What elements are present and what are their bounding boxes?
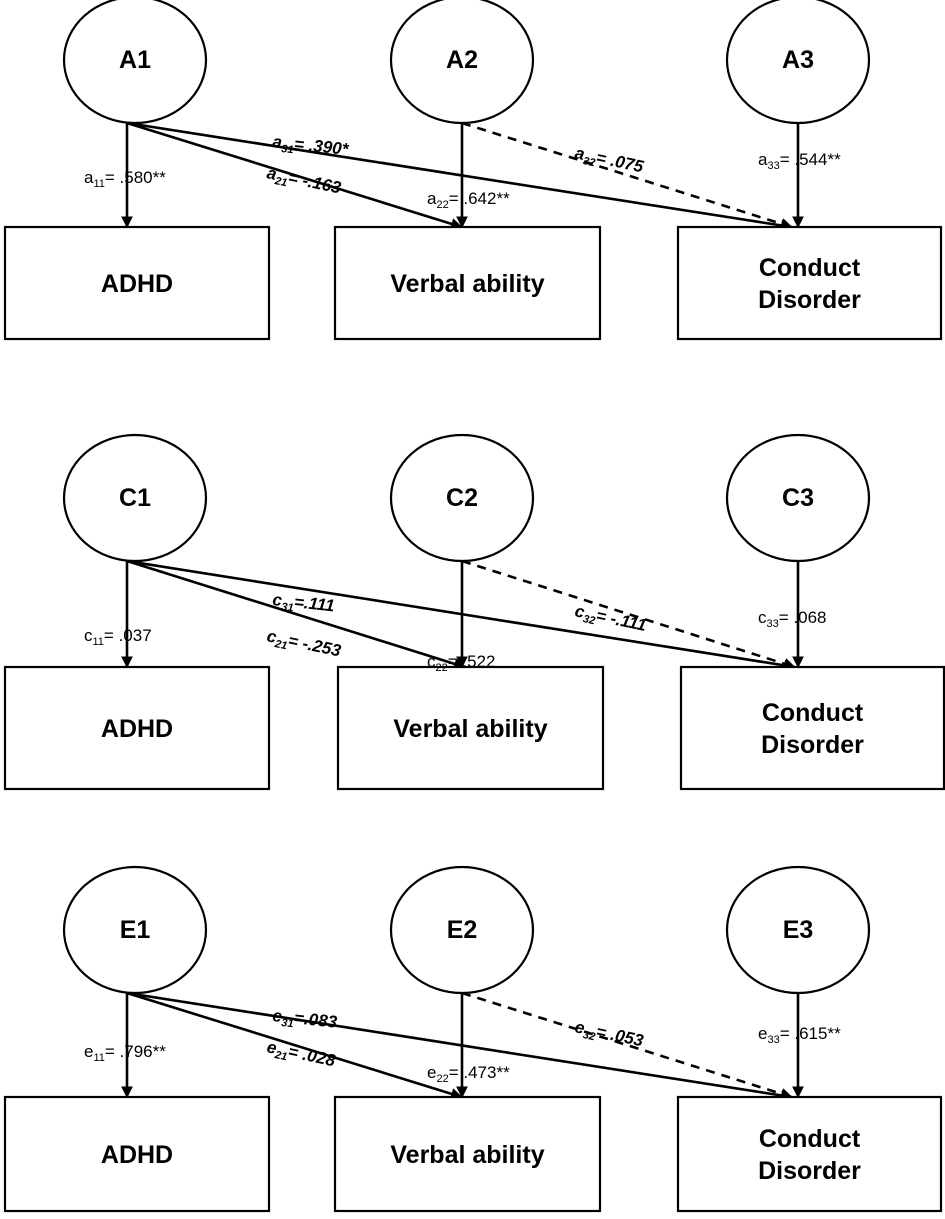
coefficient-a22: a22= .642** bbox=[427, 189, 510, 211]
latent-label: A2 bbox=[446, 46, 478, 74]
coefficient-c33: c33= .068 bbox=[758, 608, 827, 630]
observed-box bbox=[3, 1095, 271, 1213]
latent-c3: C3 bbox=[725, 433, 871, 563]
path-1-to-verbal bbox=[126, 991, 463, 1100]
path-1-to-verbal bbox=[126, 559, 466, 670]
observed-box bbox=[333, 225, 602, 341]
observed-box bbox=[3, 665, 271, 791]
observed-verbal-ability: Verbal ability bbox=[333, 1095, 602, 1213]
latent-c2: C2 bbox=[389, 433, 535, 563]
coefficient-a31: a31= .390* bbox=[271, 132, 350, 162]
observed-box bbox=[3, 225, 271, 341]
path-1-to-verbal bbox=[126, 121, 463, 230]
observed-label: ADHD bbox=[101, 1141, 173, 1169]
path-2-to-conduct bbox=[461, 121, 793, 230]
latent-label: E1 bbox=[120, 916, 151, 944]
observed-label: Conduct bbox=[759, 254, 861, 282]
latent-a1: A1 bbox=[62, 0, 208, 125]
latent-circle bbox=[62, 865, 208, 995]
coefficient-e22: e22= .473** bbox=[427, 1063, 510, 1085]
observed-adhd: ADHD bbox=[3, 665, 271, 791]
observed-label: Disorder bbox=[758, 286, 861, 314]
coefficient-a33: a33= .544** bbox=[758, 150, 841, 172]
observed-label: ADHD bbox=[101, 270, 173, 298]
latent-e2: E2 bbox=[389, 865, 535, 995]
latent-label: C2 bbox=[446, 484, 478, 512]
latent-e3: E3 bbox=[725, 865, 871, 995]
observed-label: Conduct bbox=[762, 699, 864, 727]
observed-adhd: ADHD bbox=[3, 225, 271, 341]
latent-label: E3 bbox=[783, 916, 814, 944]
coefficient-c21: c21= -.253 bbox=[265, 626, 344, 663]
coefficient-e11: e11= .796** bbox=[84, 1042, 166, 1064]
observed-box bbox=[336, 665, 605, 791]
coefficient-a11: a11= .580** bbox=[84, 168, 166, 190]
observed-verbal-ability: Verbal ability bbox=[333, 225, 602, 341]
observed-label: ADHD bbox=[101, 715, 173, 743]
latent-circle bbox=[389, 433, 535, 563]
coefficient-c31: c31=.111 bbox=[271, 590, 335, 618]
observed-label: Verbal ability bbox=[393, 715, 547, 743]
latent-circle bbox=[62, 0, 208, 125]
latent-e1: E1 bbox=[62, 865, 208, 995]
path-1-to-conduct bbox=[126, 991, 793, 1102]
observed-box bbox=[676, 225, 943, 341]
observed-label: Disorder bbox=[761, 731, 864, 759]
observed-verbal-ability: Verbal ability bbox=[336, 665, 605, 791]
coefficient-c11: c11= .037 bbox=[84, 626, 152, 648]
latent-label: E2 bbox=[447, 916, 478, 944]
observed-label: Verbal ability bbox=[390, 270, 544, 298]
observed-label: Conduct bbox=[759, 1125, 861, 1153]
latent-circle bbox=[62, 433, 208, 563]
coefficient-e31: e31=.083 bbox=[271, 1006, 338, 1035]
path-2-to-conduct bbox=[461, 559, 796, 670]
latent-label: C1 bbox=[119, 484, 151, 512]
latent-label: A1 bbox=[119, 46, 151, 74]
latent-c1: C1 bbox=[62, 433, 208, 563]
coefficient-e32: e32= .053 bbox=[573, 1017, 646, 1053]
coefficient-c22: c22= .522 bbox=[427, 652, 496, 674]
latent-circle bbox=[725, 865, 871, 995]
coefficient-a32: a32= .075 bbox=[573, 143, 646, 179]
coefficient-e33: e33= .615** bbox=[758, 1024, 841, 1046]
coefficient-a21: a21= -.163 bbox=[265, 163, 344, 200]
observed-adhd: ADHD bbox=[3, 1095, 271, 1213]
latent-circle bbox=[725, 433, 871, 563]
coefficient-e21: e21= .028 bbox=[265, 1037, 338, 1073]
latent-a2: A2 bbox=[389, 0, 535, 125]
latent-label: C3 bbox=[782, 484, 814, 512]
observed-box bbox=[676, 1095, 943, 1213]
latent-circle bbox=[389, 0, 535, 125]
observed-box bbox=[679, 665, 945, 791]
latent-a3: A3 bbox=[725, 0, 871, 125]
latent-circle bbox=[389, 865, 535, 995]
latent-circle bbox=[725, 0, 871, 125]
path-1-to-conduct bbox=[126, 121, 793, 232]
observed-label: Disorder bbox=[758, 1157, 861, 1185]
latent-label: A3 bbox=[782, 46, 814, 74]
observed-label: Verbal ability bbox=[390, 1141, 544, 1169]
observed-box bbox=[333, 1095, 602, 1213]
